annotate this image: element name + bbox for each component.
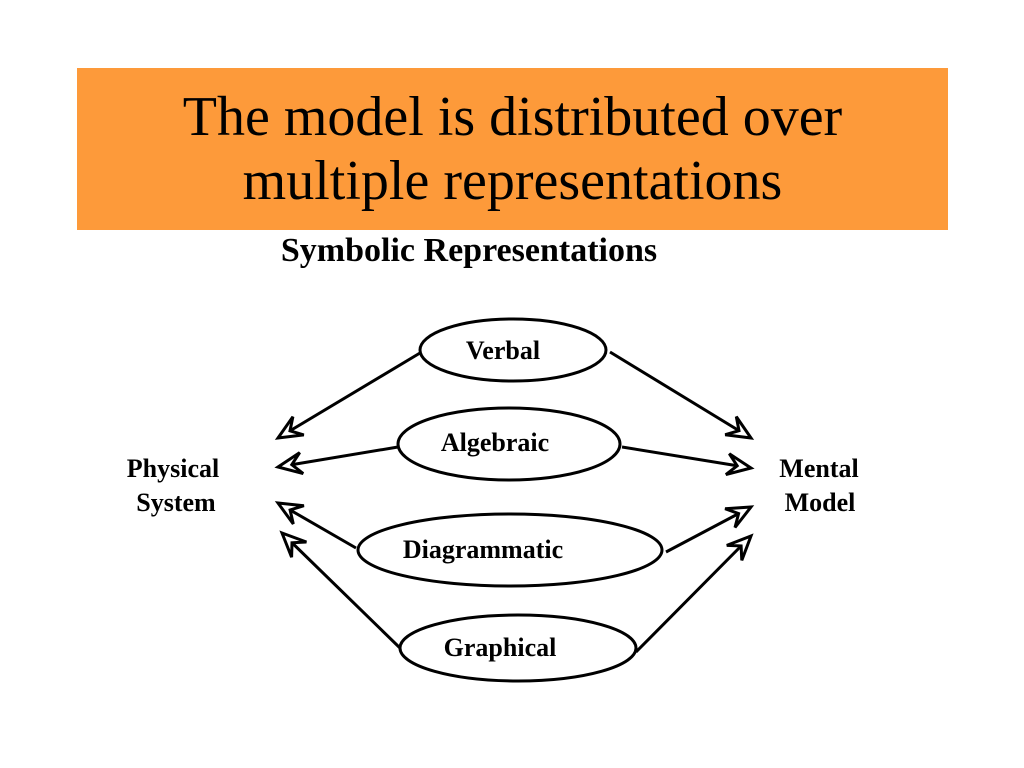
arrowhead-diagrammatic-to-physical-system	[274, 501, 305, 525]
edge-verbal-to-mental-model	[609, 350, 752, 440]
arrowhead-diagrammatic-to-mental-model	[724, 505, 755, 529]
subtitle: Symbolic Representations	[280, 232, 658, 269]
edge-graphical-to-mental-model	[634, 534, 753, 654]
node-algebraic: Algebraic	[396, 406, 622, 482]
node-diagrammatic: Diagrammatic	[356, 512, 664, 588]
arrowhead-graphical-to-mental-model	[726, 533, 754, 561]
node-verbal: Verbal	[418, 317, 608, 383]
node-graphical-shape	[398, 613, 638, 683]
node-algebraic-label: Algebraic	[441, 428, 549, 457]
edge-graphical-to-physical-system	[280, 531, 402, 650]
edges-layer	[277, 350, 753, 654]
arrowhead-verbal-to-mental-model	[724, 415, 755, 440]
arrowhead-algebraic-to-mental-model	[724, 452, 755, 477]
arrowhead-algebraic-to-physical-system	[274, 451, 305, 476]
mental-model-label-line-1: Mental	[779, 454, 858, 483]
title-line-2: multiple representations	[242, 150, 783, 212]
arrowhead-graphical-to-physical-system	[279, 530, 307, 558]
mental-model-endpoint: Mental Model	[779, 454, 858, 517]
title-line-1: The model is distributed over	[182, 86, 843, 148]
arrowhead-verbal-to-physical-system	[274, 415, 305, 440]
node-diagrammatic-label: Diagrammatic	[403, 535, 563, 564]
node-verbal-shape	[418, 317, 608, 383]
edge-verbal-to-physical-system	[277, 351, 421, 440]
node-graphical: Graphical	[398, 613, 638, 683]
edge-algebraic-to-physical-system	[277, 445, 399, 469]
mental-model-label-line-2: Model	[785, 488, 856, 517]
arrowheads-layer	[274, 415, 755, 561]
physical-system-label-line-2: System	[136, 488, 216, 517]
physical-system-label-line-1: Physical	[127, 454, 219, 483]
title-banner: The model is distributed over multiple r…	[77, 68, 948, 230]
node-diagrammatic-shape	[356, 512, 664, 588]
physical-system-endpoint: Physical System	[127, 454, 219, 517]
node-graphical-label: Graphical	[444, 633, 557, 662]
node-verbal-label: Verbal	[466, 336, 540, 365]
node-algebraic-shape	[396, 406, 622, 482]
edge-algebraic-to-mental-model	[621, 445, 752, 470]
